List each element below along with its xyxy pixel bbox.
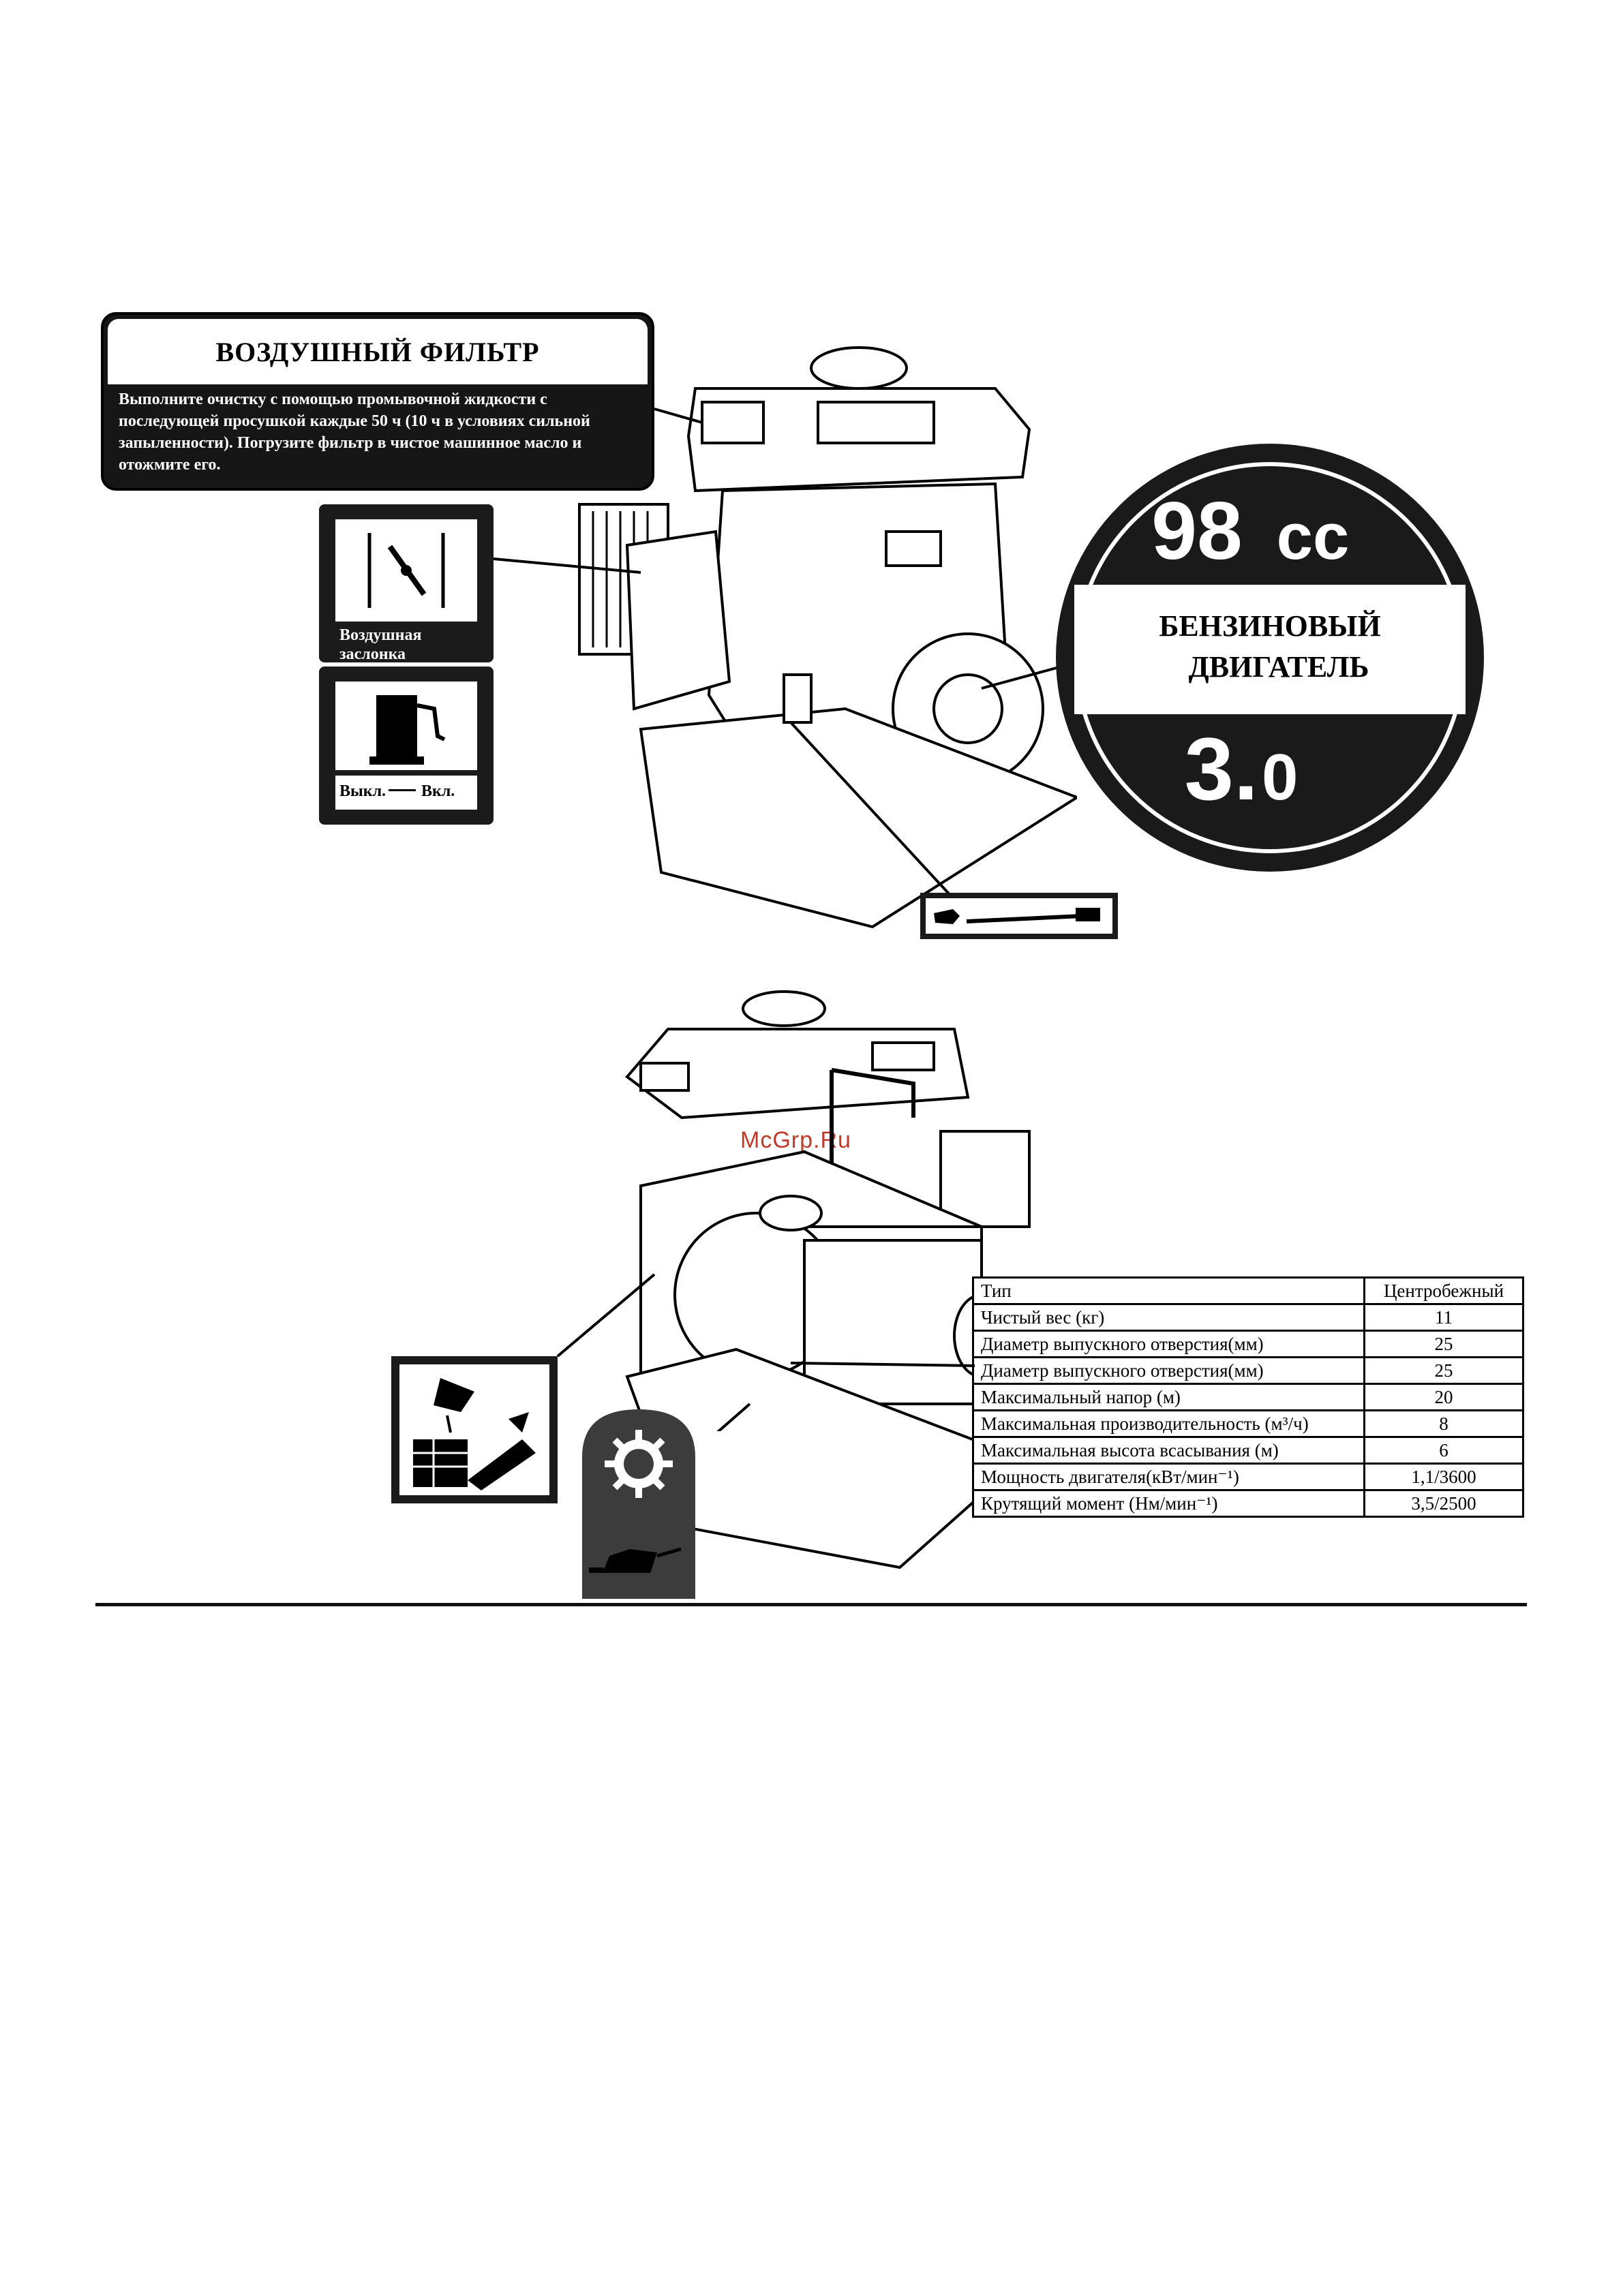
spec-value: Центробежный (1363, 1276, 1524, 1305)
table-row: Крутящий момент (Нм/мин⁻¹)3,5/2500 (972, 1489, 1524, 1518)
spec-value: 25 (1363, 1356, 1524, 1385)
air-filter-label: ВОЗДУШНЫЙ ФИЛЬТР Выполните очистку с пом… (101, 312, 654, 491)
spec-value: 6 (1363, 1436, 1524, 1465)
leader-lines-bottom (556, 1273, 975, 1431)
spec-label: Диаметр выпускного отверстия(мм) (972, 1330, 1365, 1358)
table-row: Диаметр выпускного отверстия(мм)25 (972, 1330, 1524, 1358)
choke-icon (367, 533, 445, 608)
badge-power-decimal: 0 (1262, 741, 1298, 814)
badge-line2: ДВИГАТЕЛЬ (1189, 650, 1369, 684)
air-filter-instructions: Выполните очистку с помощью промывочной … (119, 391, 590, 474)
spec-value: 1,1/3600 (1363, 1463, 1524, 1491)
fuel-arrow-icon (389, 789, 416, 791)
water-fill-icon (413, 1378, 536, 1490)
oil-level-label (582, 1409, 695, 1599)
oil-can-icon (934, 908, 1100, 924)
spec-value: 11 (1363, 1303, 1524, 1332)
spec-label: Мощность двигателя(кВт/мин⁻¹) (972, 1463, 1365, 1491)
oil-fill-label (920, 893, 1118, 939)
spec-value: 20 (1363, 1383, 1524, 1411)
gear-icon (605, 1430, 673, 1498)
badge-unit: cc (1277, 500, 1350, 573)
table-row: Мощность двигателя(кВт/мин⁻¹)1,1/3600 (972, 1463, 1524, 1491)
spec-label: Чистый вес (кг) (972, 1303, 1365, 1332)
table-row: Максимальный напор (м)20 (972, 1383, 1524, 1411)
spec-label: Тип (972, 1276, 1365, 1305)
spec-label: Максимальный напор (м) (972, 1383, 1365, 1411)
water-fill-label (391, 1356, 558, 1503)
badge-displacement: 98 (1151, 485, 1242, 577)
spec-label: Диаметр выпускного отверстия(мм) (972, 1356, 1365, 1385)
table-row: Максимальная производительность (м³/ч)8 (972, 1409, 1524, 1438)
air-filter-title: ВОЗДУШНЫЙ ФИЛЬТР (215, 336, 540, 367)
air-filter-title-bar: ВОЗДУШНЫЙ ФИЛЬТР (108, 319, 648, 384)
spec-label: Максимальная высота всасывания (м) (972, 1436, 1365, 1465)
engine-badge: 98 cc БЕНЗИНОВЫЙ ДВИГАТЕЛЬ 3. 0 (1056, 444, 1484, 872)
spec-label: Максимальная производительность (м³/ч) (972, 1409, 1365, 1438)
spec-value: 3,5/2500 (1363, 1489, 1524, 1518)
fuel-valve-label: Выкл. Вкл. (319, 667, 494, 825)
badge-power-main: 3. (1185, 719, 1258, 818)
fuel-on-label: Вкл. (421, 782, 455, 800)
engine-illustration-top (578, 346, 1077, 929)
table-row: Диаметр выпускного отверстия(мм)25 (972, 1356, 1524, 1385)
spec-value: 25 (1363, 1330, 1524, 1358)
spec-value: 8 (1363, 1409, 1524, 1438)
table-row: Чистый вес (кг)11 (972, 1303, 1524, 1332)
table-row: Максимальная высота всасывания (м)6 (972, 1436, 1524, 1465)
section-divider (95, 1603, 1527, 1606)
badge-line1: БЕНЗИНОВЫЙ (1159, 609, 1380, 643)
spec-label: Крутящий момент (Нм/мин⁻¹) (972, 1489, 1365, 1518)
fuel-off-label: Выкл. (339, 782, 386, 800)
fuel-pump-icon (369, 695, 446, 765)
choke-label: Воздушная заслонка (319, 504, 494, 663)
leader-lines-top (493, 408, 1057, 901)
oil-can-icon (589, 1547, 682, 1573)
choke-caption: Воздушная заслонка (339, 626, 422, 663)
